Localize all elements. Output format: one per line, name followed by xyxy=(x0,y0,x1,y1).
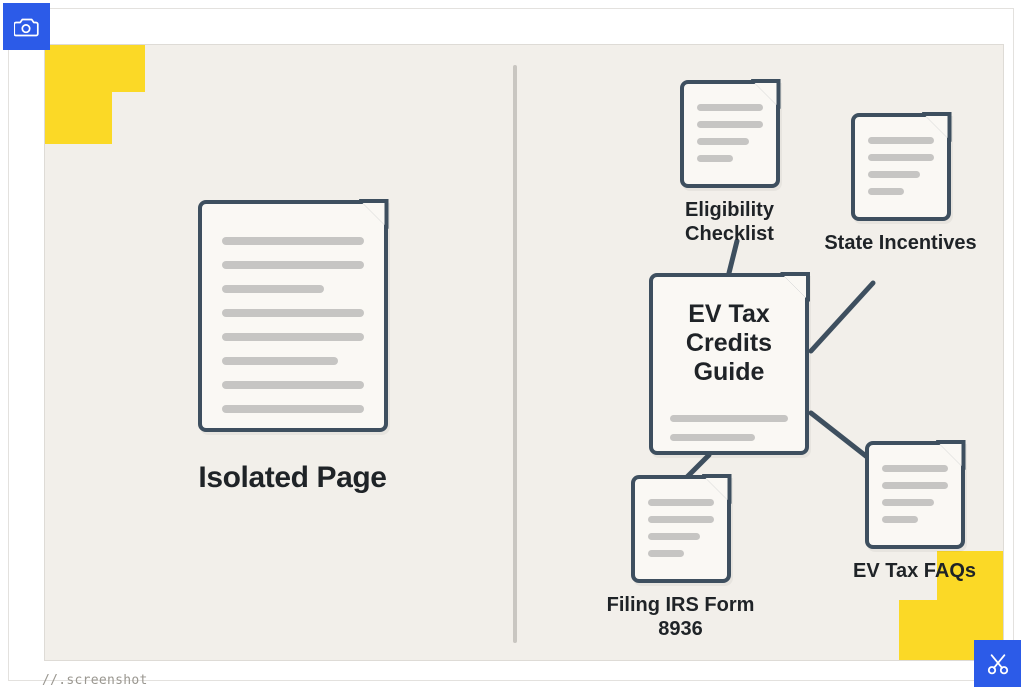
text-line xyxy=(867,154,934,161)
text-line xyxy=(647,550,685,557)
isolated-page-node[interactable]: Isolated Page xyxy=(180,199,405,495)
text-line xyxy=(221,333,364,341)
ev-tax-faqs-label: EV Tax FAQs xyxy=(852,560,976,582)
page-fold-edge-icon xyxy=(358,199,389,229)
center-node-text-lines xyxy=(670,415,788,453)
page-fold-edge-icon xyxy=(780,272,810,302)
text-line xyxy=(647,499,714,506)
crop-button[interactable] xyxy=(974,640,1021,687)
text-line xyxy=(867,188,905,195)
connector-state xyxy=(808,280,876,354)
text-line xyxy=(881,465,948,472)
eligibility-checklist-document[interactable] xyxy=(679,79,781,188)
camera-button[interactable] xyxy=(3,3,50,50)
text-line xyxy=(221,405,364,413)
state-incentives-label: State Incentives xyxy=(824,232,977,254)
text-line xyxy=(696,121,763,128)
text-line xyxy=(221,309,364,317)
filing-irs-form-document[interactable] xyxy=(630,474,732,583)
ev-tax-credits-guide-title: EV Tax Credits Guide xyxy=(685,300,773,386)
text-line xyxy=(221,237,364,245)
screenshot-frame: Isolated Page Eligibility Checklist xyxy=(8,8,1014,688)
camera-icon xyxy=(13,16,40,38)
eligibility-checklist-label: Eligibility Checklist xyxy=(685,199,774,245)
state-incentives-text-lines xyxy=(867,137,934,205)
text-line xyxy=(881,499,935,506)
state-incentives-document[interactable] xyxy=(850,112,952,221)
panel-divider xyxy=(513,65,517,643)
text-line xyxy=(647,516,714,523)
text-line xyxy=(696,104,763,111)
yellow-accent-bottom-right-b xyxy=(937,551,1003,600)
eligibility-text-lines xyxy=(696,104,763,172)
node-ev-tax-faqs[interactable]: EV Tax FAQs xyxy=(832,440,997,584)
text-line xyxy=(696,138,750,145)
filing-irs-form-label: Filing IRS Form 8936 xyxy=(606,594,755,640)
node-eligibility-checklist[interactable]: Eligibility Checklist xyxy=(647,79,812,246)
yellow-accent-top-left-b xyxy=(45,92,112,144)
text-line xyxy=(867,171,921,178)
ev-tax-faqs-document[interactable] xyxy=(864,440,966,549)
text-line xyxy=(221,381,364,389)
isolated-page-text-lines xyxy=(221,237,364,429)
text-line xyxy=(696,155,734,162)
text-line xyxy=(670,415,788,422)
isolated-page-document[interactable] xyxy=(197,199,389,432)
text-line xyxy=(670,434,755,441)
diagram-canvas: Isolated Page Eligibility Checklist xyxy=(44,44,1004,661)
node-state-incentives[interactable]: State Incentives xyxy=(813,112,988,256)
filing-irs-form-text-lines xyxy=(647,499,714,567)
text-line xyxy=(881,482,948,489)
ev-tax-credits-guide-document[interactable]: EV Tax Credits Guide xyxy=(649,272,810,455)
text-line xyxy=(647,533,701,540)
text-line xyxy=(221,357,338,365)
ev-tax-faqs-text-lines xyxy=(881,465,948,533)
yellow-accent-top-left-a xyxy=(45,45,145,92)
text-line xyxy=(221,261,364,269)
node-filing-irs-form-8936[interactable]: Filing IRS Form 8936 xyxy=(593,474,768,641)
footer-path-label: //.screenshot xyxy=(42,673,148,688)
text-line xyxy=(881,516,919,523)
scissors-icon xyxy=(985,651,1011,677)
text-line xyxy=(867,137,934,144)
isolated-page-label: Isolated Page xyxy=(198,461,387,494)
text-line xyxy=(221,285,324,293)
node-ev-tax-credits-guide[interactable]: EV Tax Credits Guide xyxy=(649,272,810,455)
